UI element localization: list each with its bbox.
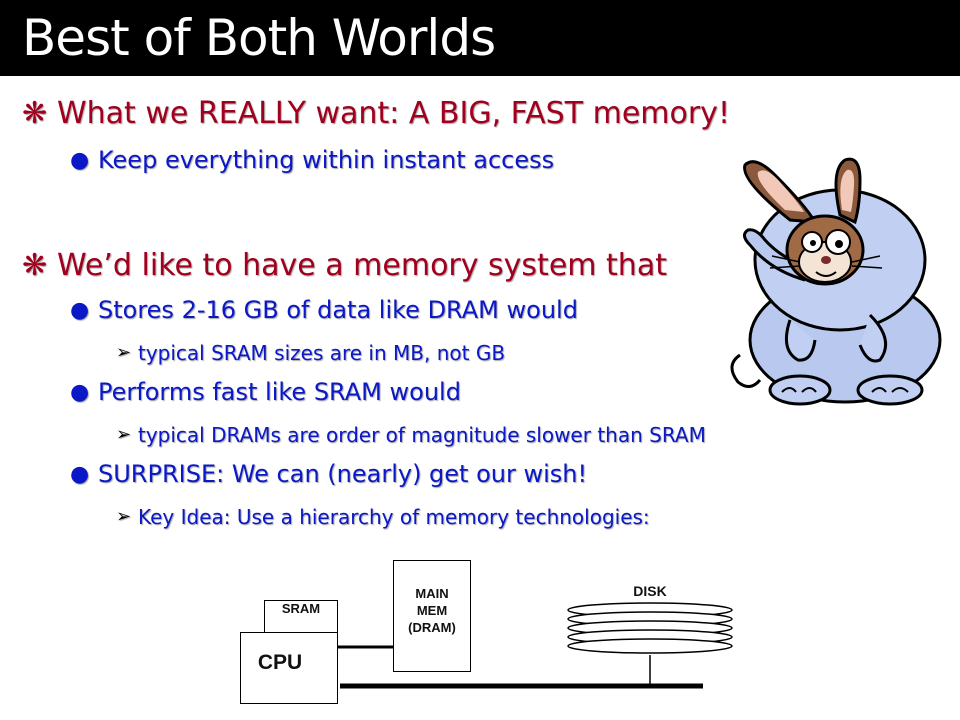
bullet-level3: Key Idea: Use a hierarchy of memory tech… [138, 505, 650, 529]
bullet-level3: typical DRAMs are order of magnitude slo… [138, 423, 706, 447]
cpu-label: CPU [257, 651, 303, 674]
sram-label: SRAM [281, 601, 321, 616]
bullet-level2: Keep everything within instant access [98, 146, 555, 174]
slide-title: Best of Both Worlds [22, 9, 496, 67]
bullet-level2: Performs fast like SRAM would [98, 378, 461, 406]
cpu-box [240, 632, 338, 704]
bullet-dot-icon: ● [70, 462, 90, 487]
bullet-level3: typical SRAM sizes are in MB, not GB [138, 341, 506, 365]
main-mem-label: MAIN MEM (DRAM) [408, 586, 456, 635]
bullet-marker-icon: ❋ [22, 248, 48, 283]
bullet-level1: We’d like to have a memory system that [57, 248, 667, 283]
bullet-dot-icon: ● [70, 298, 90, 323]
bullet-marker-icon: ❋ [22, 96, 48, 131]
title-bar: Best of Both Worlds [0, 0, 960, 76]
bullet-dot-icon: ● [70, 148, 90, 173]
disk-platters [567, 602, 733, 654]
bullet-level2: SURPRISE: We can (nearly) get our wish! [98, 460, 588, 488]
bullet-dot-icon: ● [70, 380, 90, 405]
main-mem-box [393, 560, 471, 672]
arrow-bullet-icon: ➢ [116, 506, 132, 527]
bullet-level2: Stores 2-16 GB of data like DRAM would [98, 296, 578, 324]
rabbit-elephant-illustration [730, 157, 942, 406]
arrow-bullet-icon: ➢ [116, 424, 132, 445]
bullet-level1: What we REALLY want: A BIG, FAST memory! [57, 96, 730, 131]
sram-box [264, 600, 338, 634]
arrow-bullet-icon: ➢ [116, 342, 132, 363]
disk-label: DISK [633, 583, 667, 599]
